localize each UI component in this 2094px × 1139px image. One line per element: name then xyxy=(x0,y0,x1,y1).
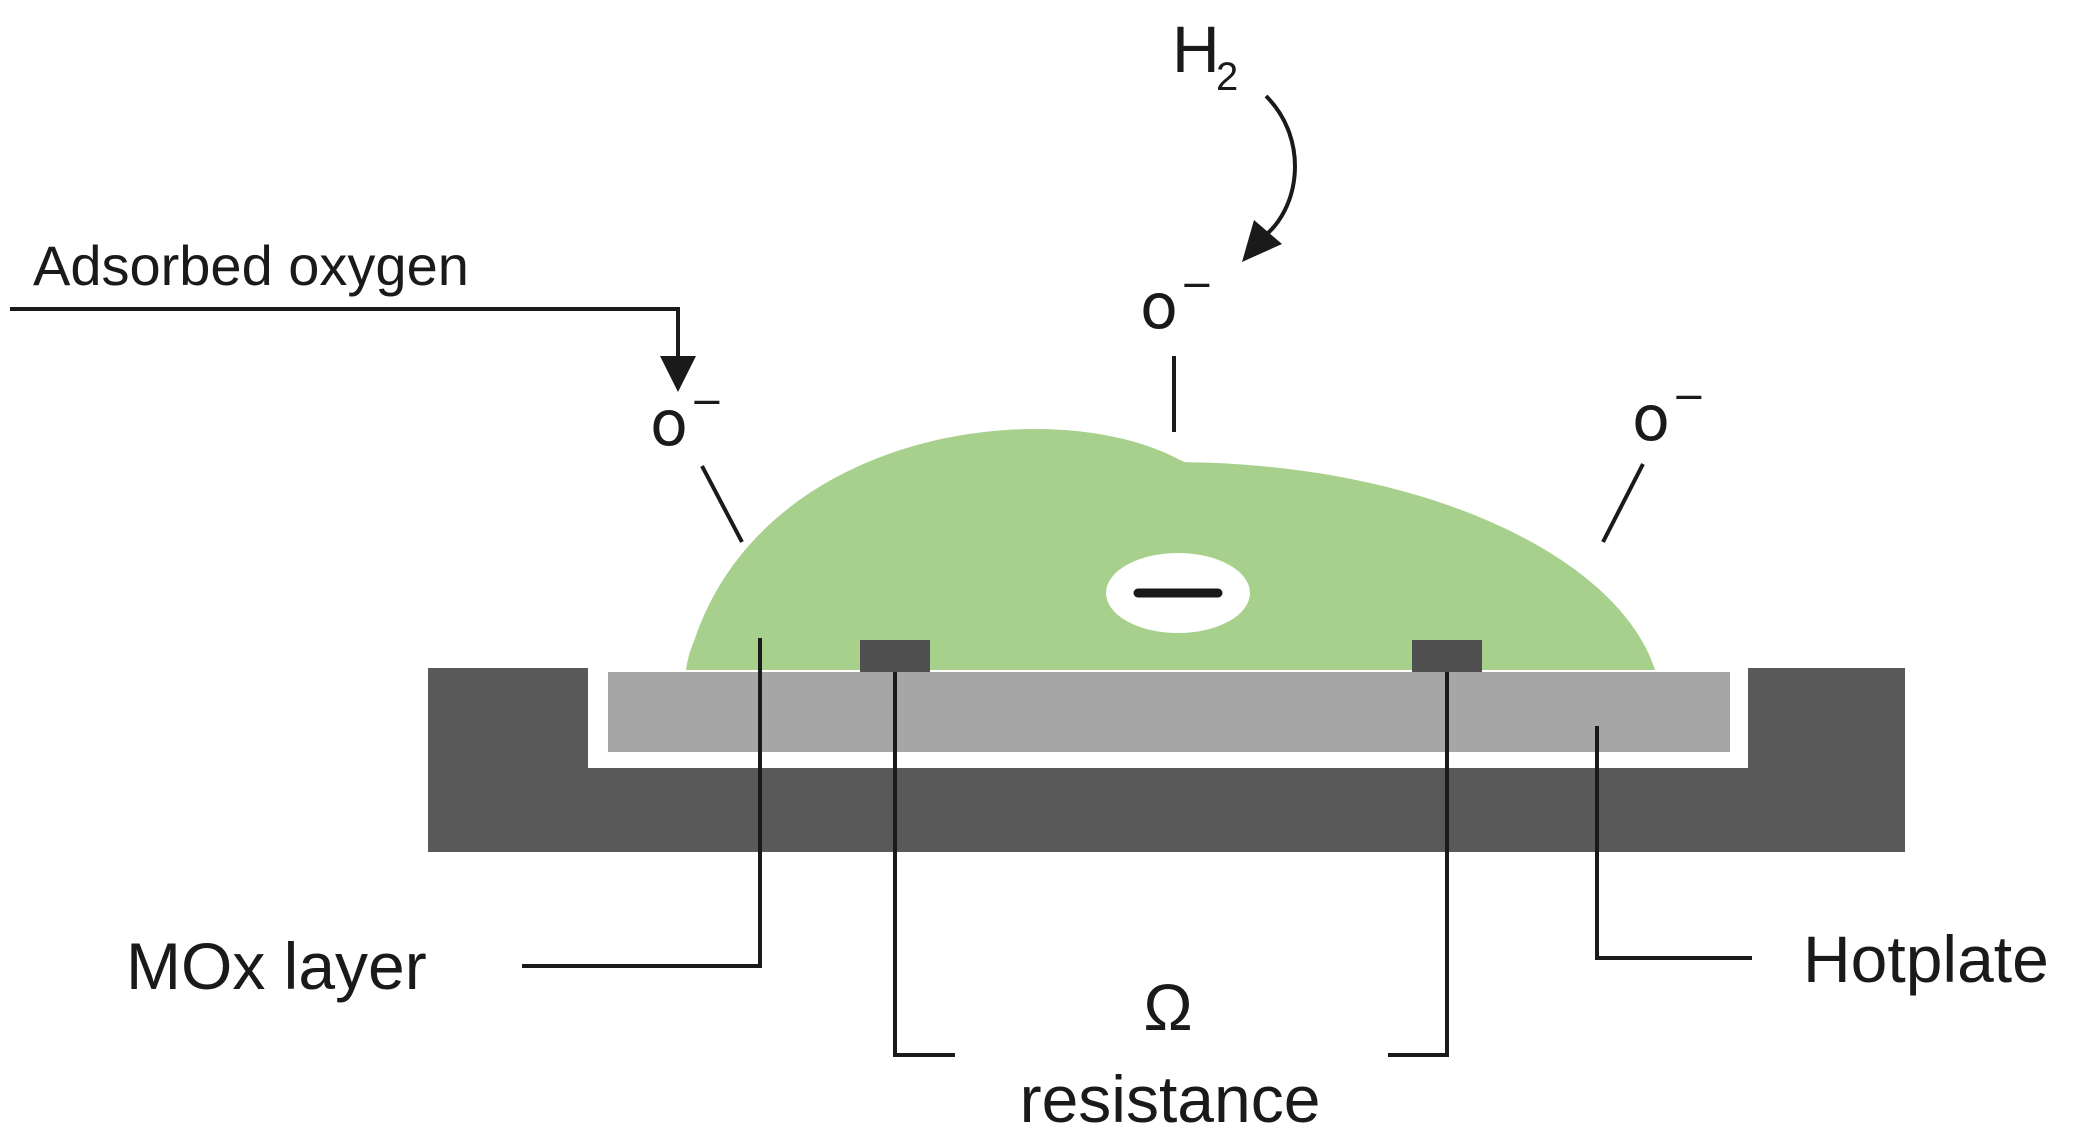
resistance-lead-left xyxy=(893,672,955,1057)
oxygen-ion-top: o xyxy=(1140,270,1178,343)
hotplate-label: Hotplate xyxy=(1803,922,2049,996)
adsorbed-oxygen-label: Adsorbed oxygen xyxy=(33,234,469,297)
gas-label-subscript: 2 xyxy=(1216,55,1238,99)
oxygen-ion-left-bond xyxy=(700,465,744,543)
gas-arrow-head-icon xyxy=(1242,220,1282,262)
ohm-symbol: Ω xyxy=(1143,970,1192,1044)
oxygen-ion-right: o xyxy=(1632,382,1670,455)
resistance-label: resistance xyxy=(1020,1062,1321,1136)
oxygen-ion-top-charge: − xyxy=(1180,262,1214,308)
resistance-lead-right xyxy=(1388,672,1449,1057)
gas-label: H xyxy=(1172,12,1220,86)
hotplate-plate xyxy=(608,672,1730,752)
oxygen-ion-left-charge: − xyxy=(690,379,724,425)
mox-layer-leader xyxy=(522,638,762,968)
gas-arrow-curve xyxy=(1260,94,1297,240)
adsorbed-oxygen-leader xyxy=(10,307,680,358)
mox-layer-label: MOx layer xyxy=(126,929,427,1003)
hotplate-housing xyxy=(428,668,1905,852)
hotplate-leader xyxy=(1595,726,1752,960)
adsorbed-oxygen-arrow-head-icon xyxy=(660,356,696,392)
electrode-right xyxy=(1412,640,1482,672)
electrode-left xyxy=(860,640,930,672)
oxygen-ion-left: o xyxy=(650,387,688,460)
oxygen-ion-right-bond xyxy=(1601,463,1645,543)
oxygen-ion-right-charge: − xyxy=(1672,374,1706,420)
